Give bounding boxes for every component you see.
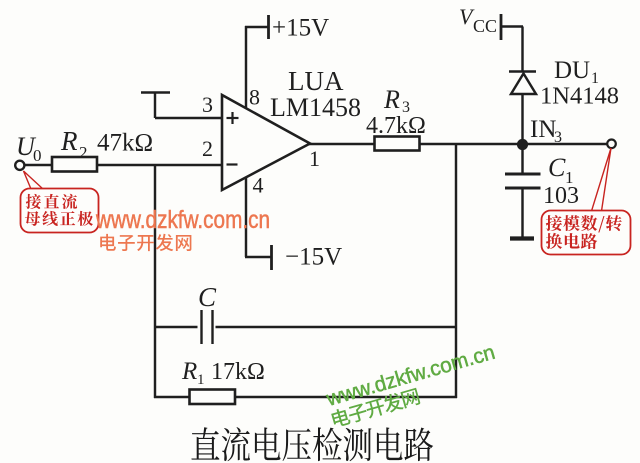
svg-text:LM1458: LM1458 <box>270 93 361 122</box>
svg-text:V: V <box>459 4 475 29</box>
svg-text:R: R <box>181 358 197 385</box>
svg-text:C: C <box>548 153 566 182</box>
svg-text:U: U <box>16 132 37 161</box>
svg-text:−15V: −15V <box>285 244 342 271</box>
svg-text:DU: DU <box>554 57 590 84</box>
svg-text:1: 1 <box>309 146 320 171</box>
svg-text:+15V: +15V <box>272 15 329 42</box>
svg-text:0: 0 <box>33 146 42 165</box>
svg-text:1: 1 <box>565 168 574 187</box>
svg-text:3: 3 <box>554 129 562 146</box>
svg-text:4.7kΩ: 4.7kΩ <box>366 113 426 139</box>
svg-text:R: R <box>60 126 78 156</box>
svg-text:2: 2 <box>202 136 213 161</box>
svg-text:C: C <box>198 282 217 312</box>
svg-text:LUA: LUA <box>288 66 344 96</box>
svg-text:8: 8 <box>249 85 260 110</box>
svg-text:3: 3 <box>402 99 410 116</box>
svg-text:1: 1 <box>197 372 205 388</box>
svg-text:17kΩ: 17kΩ <box>211 359 265 385</box>
svg-text:47kΩ: 47kΩ <box>97 130 153 157</box>
svg-text:CC: CC <box>473 16 497 36</box>
svg-text:IN: IN <box>530 116 556 143</box>
svg-text:R: R <box>383 85 400 114</box>
svg-text:103: 103 <box>543 183 579 209</box>
svg-text:3: 3 <box>202 92 213 117</box>
svg-text:1: 1 <box>591 70 599 87</box>
svg-text:1N4148: 1N4148 <box>540 83 619 110</box>
svg-text:2: 2 <box>79 143 88 162</box>
svg-text:4: 4 <box>253 173 264 198</box>
svg-text:www.dzkfw.com.cn: www.dzkfw.com.cn <box>95 206 270 234</box>
